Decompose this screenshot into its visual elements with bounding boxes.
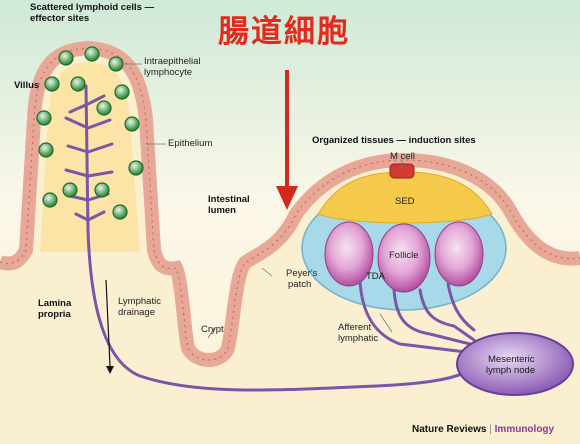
credit-separator: |: [489, 424, 492, 435]
mesenteric-lymph-node: [456, 332, 574, 396]
mesenteric-node-label-1: Mesenteric: [488, 354, 535, 365]
leader-lines: [122, 63, 403, 339]
epithelium-label: Epithelium: [168, 138, 213, 149]
afferent-lymphatic-label-1: Afferent: [338, 322, 372, 333]
credit-journal: Immunology: [494, 424, 555, 435]
scattered-cells-label-1: Scattered lymphoid cells —: [30, 2, 155, 13]
red-pointer-arrow: [276, 70, 298, 210]
villus-label: Villus: [14, 80, 40, 91]
credit-publisher: Nature Reviews: [412, 424, 487, 435]
mesenteric-node-label-2: lymph node: [486, 365, 536, 376]
intraepithelial-label-2: lymphocyte: [144, 67, 193, 78]
follicle-left: [324, 221, 374, 287]
peyers-patch-label-2: patch: [288, 279, 312, 290]
villus-core: [40, 62, 140, 252]
intraepithelial-label-1: Intraepithelial: [144, 56, 201, 67]
crypt-label: Crypt: [201, 324, 224, 335]
sed-label: SED: [395, 196, 415, 207]
lymphatic-vessels: [64, 84, 476, 392]
follicle-label: Follicle: [389, 250, 419, 261]
scattered-cells-label-2: effector sites: [30, 13, 90, 24]
lymphatic-drainage-label-2: drainage: [118, 307, 155, 318]
intestinal-lumen-label-2: lumen: [208, 205, 236, 216]
follicle-center: [377, 223, 431, 293]
sed-region: [317, 171, 493, 224]
journal-credit: Nature Reviews | Immunology: [412, 424, 554, 435]
lamina-propria-label-1: Lamina: [38, 298, 72, 309]
drainage-arrow: [105, 279, 114, 374]
peyers-patch-label-1: Peyer's: [286, 268, 318, 279]
afferent-lymphatic-label-2: lymphatic: [338, 333, 379, 344]
m-cell-label: M cell: [390, 151, 415, 162]
epithelium-layer: [0, 40, 580, 367]
organized-tissues-label: Organized tissues — induction sites: [312, 135, 476, 146]
lymphocytes: [36, 46, 144, 220]
tda-label: TDA: [366, 271, 385, 282]
follicle-right: [434, 221, 484, 287]
lamina-propria-label-2: propria: [38, 309, 71, 320]
lymphatic-drainage-label-1: Lymphatic: [118, 296, 161, 307]
cjk-title: 腸道細胞: [218, 14, 350, 50]
intestinal-lumen-label-1: Intestinal: [208, 194, 250, 205]
